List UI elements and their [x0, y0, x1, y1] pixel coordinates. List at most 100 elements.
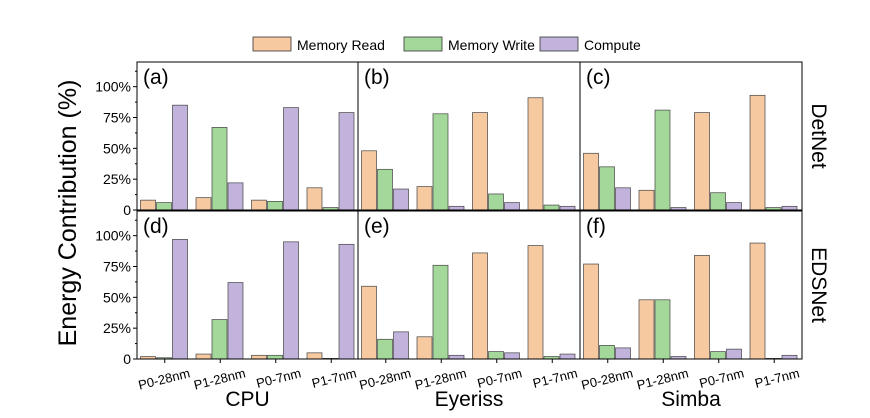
- bar-f-p1-28nm-memory-read: [638, 299, 655, 360]
- legend-swatch-memory-read: [252, 36, 292, 52]
- bar-b-p0-28nm-compute: [393, 188, 409, 211]
- x-tick-label-p1-7nm: P1-7nm: [310, 365, 358, 391]
- bar-f-p0-28nm-memory-read: [583, 263, 599, 360]
- x-tick-label-p1-7nm: P1-7nm: [531, 365, 579, 391]
- bar-f-p0-28nm-compute: [615, 347, 631, 360]
- bar-f-p0-28nm-memory-write: [599, 345, 615, 360]
- bar-c-p0-28nm-memory-read: [583, 152, 599, 211]
- legend-label-memory-write: Memory Write: [448, 37, 535, 53]
- legend-label-compute: Compute: [584, 37, 641, 53]
- panel-label: (c): [586, 66, 611, 89]
- column-label-eyeriss: Eyeriss: [435, 388, 504, 411]
- y-tick-label: 0: [123, 202, 131, 218]
- bar-e-p0-7nm-compute: [504, 352, 520, 360]
- x-tick-label-p0-28nm: P0-28nm: [358, 365, 413, 392]
- bar-e-p0-7nm-memory-write: [488, 351, 504, 360]
- row-label-edsnet: EDSNet: [807, 247, 830, 323]
- y-axis-label: Energy Contribution (%): [54, 80, 82, 347]
- bar-f-p1-28nm-memory-write: [654, 299, 671, 360]
- bar-e-p0-28nm-memory-read: [361, 285, 377, 360]
- bar-d-p0-7nm-memory-write: [267, 354, 283, 360]
- bar-e-p1-7nm-memory-read: [527, 245, 544, 360]
- y-tick-label: 75%: [103, 110, 131, 126]
- bar-c-p0-7nm-compute: [726, 202, 742, 211]
- y-tick-label: 75%: [103, 259, 131, 275]
- bar-d-p1-7nm-compute: [338, 243, 355, 360]
- x-tick-label-p0-28nm: P0-28nm: [137, 365, 192, 392]
- legend-swatch-memory-write: [403, 36, 443, 52]
- bar-a-p0-7nm-compute: [283, 107, 299, 211]
- panel-grid: (a) 0 25% 50% 75% 100% (b) (c) (d) 0 25% 50% 75% 100%…: [95, 61, 803, 393]
- bar-f-p0-7nm-memory-read: [694, 255, 710, 360]
- bar-d-p0-7nm-memory-read: [251, 354, 267, 360]
- bar-d-p0-7nm-compute: [283, 241, 299, 360]
- bar-b-p0-7nm-memory-write: [488, 193, 504, 211]
- bar-c-p0-7nm-memory-read: [694, 112, 710, 211]
- y-tick-label: 50%: [103, 289, 131, 305]
- panel-label: (d): [143, 215, 169, 238]
- bar-d-p1-28nm-memory-write: [211, 319, 228, 360]
- bar-a-p0-28nm-memory-read: [140, 199, 156, 211]
- panel-frame: [357, 210, 581, 360]
- bar-a-p0-28nm-compute: [172, 104, 188, 211]
- bar-c-p0-28nm-compute: [615, 187, 631, 211]
- bar-c-p1-28nm-memory-read: [638, 189, 655, 211]
- bar-c-p1-7nm-memory-read: [749, 94, 766, 211]
- bar-c-p1-28nm-memory-write: [654, 109, 671, 211]
- legend-label-memory-read: Memory Read: [297, 37, 385, 53]
- bar-d-p1-28nm-compute: [227, 282, 244, 360]
- bar-b-p1-7nm-compute: [559, 205, 576, 211]
- bar-c-p0-7nm-memory-write: [710, 192, 726, 211]
- bar-b-p1-28nm-memory-read: [416, 186, 433, 211]
- bar-e-p1-28nm-memory-write: [432, 264, 449, 360]
- bar-b-p1-28nm-memory-write: [432, 113, 449, 211]
- bar-e-p0-28nm-memory-write: [377, 338, 393, 360]
- panel-label: (a): [143, 66, 169, 89]
- bar-f-p1-7nm-compute: [781, 354, 798, 360]
- bar-b-p0-7nm-memory-read: [472, 112, 488, 211]
- y-tick-label: 25%: [103, 320, 131, 336]
- panel-label: (b): [364, 66, 390, 89]
- y-tick-label: 50%: [103, 140, 131, 156]
- y-tick-label: 0: [123, 351, 131, 367]
- bar-f-p0-7nm-memory-write: [710, 351, 726, 360]
- panel-a: (a) 0 25% 50% 75% 100%: [95, 61, 359, 218]
- bar-b-p0-28nm-memory-write: [377, 168, 393, 211]
- column-label-cpu: CPU: [225, 388, 269, 411]
- bar-c-p0-28nm-memory-write: [599, 166, 615, 211]
- bar-a-p1-28nm-memory-write: [211, 127, 228, 211]
- x-tick-label-p0-28nm: P0-28nm: [580, 365, 635, 392]
- bar-b-p1-7nm-memory-write: [543, 204, 560, 211]
- bar-e-p1-28nm-compute: [448, 354, 465, 360]
- bar-b-p1-28nm-compute: [448, 205, 465, 211]
- bar-e-p1-7nm-compute: [559, 353, 576, 360]
- column-labels: CPU Eyeriss Simba: [225, 388, 721, 411]
- bar-a-p1-28nm-compute: [227, 182, 244, 211]
- y-tick-label: 100%: [95, 228, 131, 244]
- bar-e-p0-28nm-compute: [393, 331, 409, 360]
- bar-a-p1-7nm-memory-read: [306, 187, 323, 211]
- bar-f-p1-7nm-memory-read: [749, 242, 766, 360]
- legend: Memory Read Memory Write Compute: [252, 36, 641, 53]
- bar-d-p0-28nm-compute: [172, 239, 188, 360]
- panel-frame: [136, 210, 359, 360]
- bar-a-p0-7nm-memory-read: [251, 199, 267, 211]
- panel-label: (e): [364, 215, 390, 238]
- column-label-simba: Simba: [661, 388, 721, 411]
- legend-swatch-compute: [539, 36, 579, 52]
- bar-f-p0-7nm-compute: [726, 348, 742, 360]
- bar-b-p1-7nm-memory-read: [527, 97, 544, 211]
- bar-d-p1-7nm-memory-read: [306, 352, 323, 360]
- bar-a-p0-7nm-memory-write: [267, 201, 283, 211]
- y-tick-label: 25%: [103, 171, 131, 187]
- bar-d-p1-28nm-memory-read: [195, 353, 212, 360]
- y-tick-label: 100%: [95, 79, 131, 95]
- panel-frame: [579, 61, 803, 211]
- bar-b-p0-7nm-compute: [504, 202, 520, 211]
- panel-b: (b): [357, 61, 581, 211]
- panel-frame: [136, 61, 359, 211]
